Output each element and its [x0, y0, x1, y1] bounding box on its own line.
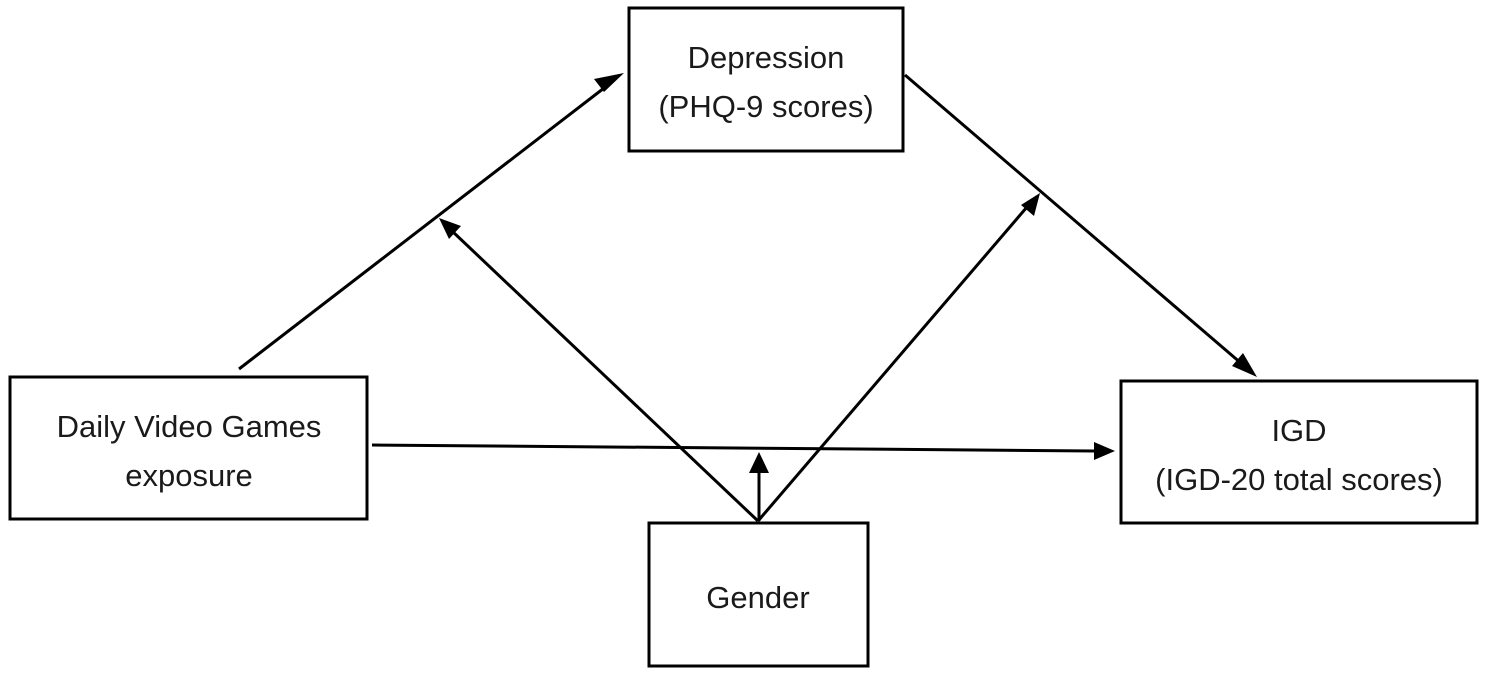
node-gender: Gender	[647, 521, 870, 668]
arrowhead	[1094, 442, 1115, 460]
node-depression-label-line2: (PHQ-9 scores)	[658, 89, 873, 124]
node-igd-label-line2: (IGD-20 total scores)	[1155, 462, 1443, 497]
edge-gender-moderates-path-b	[756, 193, 1040, 522]
edge-gender-moderates-path-a	[439, 218, 760, 523]
node-depression-box	[627, 6, 905, 153]
node-igd: IGD (IGD-20 total scores)	[1119, 379, 1479, 525]
node-depression: Depression (PHQ-9 scores)	[627, 6, 905, 153]
edge-gender-moderates-direct-path	[749, 452, 769, 521]
edge-exposure-to-depression	[238, 73, 624, 371]
node-exposure-label-line2: exposure	[125, 458, 253, 493]
node-gender-label: Gender	[706, 580, 809, 615]
node-exposure: Daily Video Games exposure	[8, 375, 369, 521]
node-exposure-box	[8, 375, 369, 521]
node-gender-box	[647, 521, 870, 668]
arrowhead	[594, 73, 624, 92]
node-exposure-label-line1: Daily Video Games	[57, 409, 322, 444]
arrowhead	[439, 218, 461, 239]
node-igd-label-line1: IGD	[1271, 413, 1326, 448]
node-depression-label-line1: Depression	[688, 40, 845, 75]
edge-exposure-to-igd	[371, 442, 1115, 460]
node-igd-box	[1119, 379, 1479, 525]
arrowhead	[1232, 353, 1257, 377]
arrowhead	[749, 452, 769, 473]
edge-depression-to-igd	[904, 73, 1257, 377]
arrowhead	[1021, 193, 1040, 216]
